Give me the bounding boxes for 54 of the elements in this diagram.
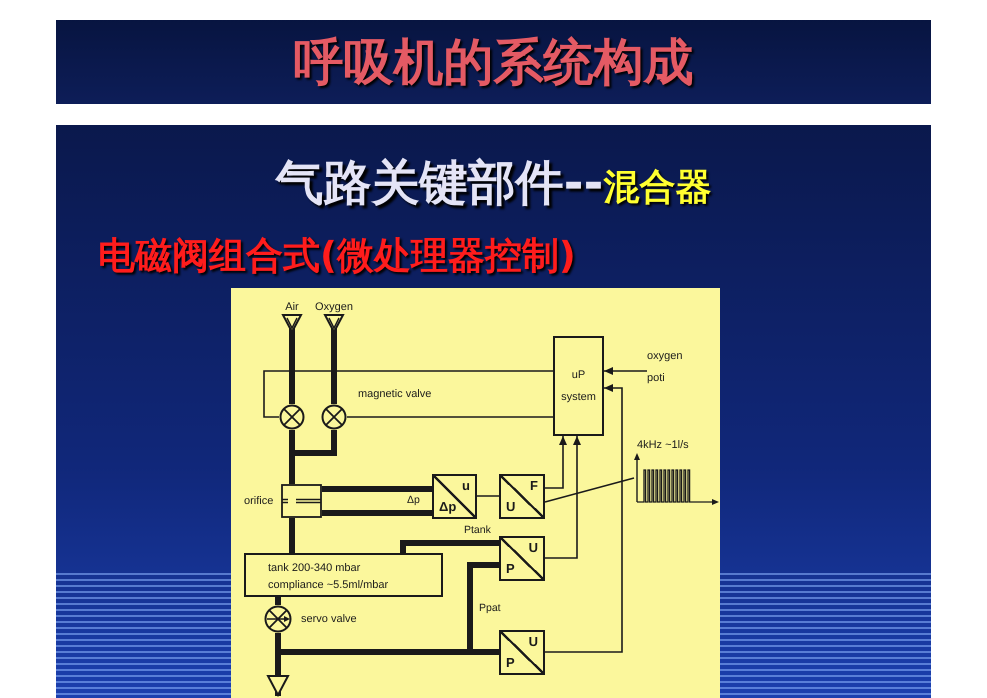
signal-line <box>347 416 553 418</box>
component-label: servo valve <box>301 612 357 626</box>
arrow <box>545 436 567 489</box>
slide-subtitle: 电磁阀组合式(微处理器控制) <box>98 233 576 279</box>
arrow <box>545 384 623 653</box>
input-label: oxygen poti <box>647 345 691 389</box>
slide-heading: 气路关键部件-- <box>276 154 604 213</box>
heading-suffix: 混合器 <box>603 166 712 210</box>
spec-text: compliance ~5.5ml/mbar <box>268 578 388 593</box>
tank-box <box>244 553 443 597</box>
pipe <box>470 649 499 655</box>
slide-title: 呼吸机的系统构成 <box>294 34 694 90</box>
pipe <box>275 633 281 652</box>
arrow <box>545 436 581 559</box>
pipe <box>289 518 295 553</box>
arrow <box>604 367 647 375</box>
pipe <box>322 510 432 516</box>
valve-symbol <box>279 404 305 430</box>
converter-box <box>499 630 545 675</box>
processor-box: uP system <box>553 336 604 436</box>
gas-inlet-label: Oxygen <box>315 300 353 314</box>
pipe <box>467 562 499 652</box>
pipe <box>275 597 281 605</box>
converter-box <box>432 474 477 519</box>
edge-label: Ppat <box>478 602 502 615</box>
valve-symbol <box>321 404 347 430</box>
signal-line <box>477 495 499 497</box>
pipe <box>400 540 499 553</box>
pipe <box>324 314 344 404</box>
component-label: magnetic valve <box>358 387 432 401</box>
signal-label: P <box>506 656 515 670</box>
orifice-symbol <box>281 484 322 518</box>
pipe <box>267 652 289 696</box>
signal-label: u <box>462 479 470 493</box>
component-label: orifice <box>244 494 274 508</box>
leader-line <box>544 477 634 503</box>
component-label: 4kHz ~1l/s <box>637 438 689 452</box>
signal-label: P <box>506 562 515 576</box>
spec-text: tank 200-340 mbar <box>268 561 360 576</box>
signal-label: Δp <box>439 500 456 514</box>
edge-label: Δp <box>406 494 421 507</box>
pulse-train-graph <box>634 453 719 506</box>
signal-label: U <box>528 541 538 555</box>
signal-label: U <box>528 635 538 649</box>
signal-label: U <box>506 500 516 514</box>
pipe <box>289 430 295 453</box>
pipe <box>282 314 302 404</box>
gas-inlet-label: Air <box>282 300 302 314</box>
servo-valve-symbol <box>264 605 292 633</box>
pipe <box>322 486 432 492</box>
signal-label: F <box>530 479 538 493</box>
pipe <box>278 649 470 655</box>
converter-box <box>499 474 545 519</box>
converter-box <box>499 536 545 581</box>
